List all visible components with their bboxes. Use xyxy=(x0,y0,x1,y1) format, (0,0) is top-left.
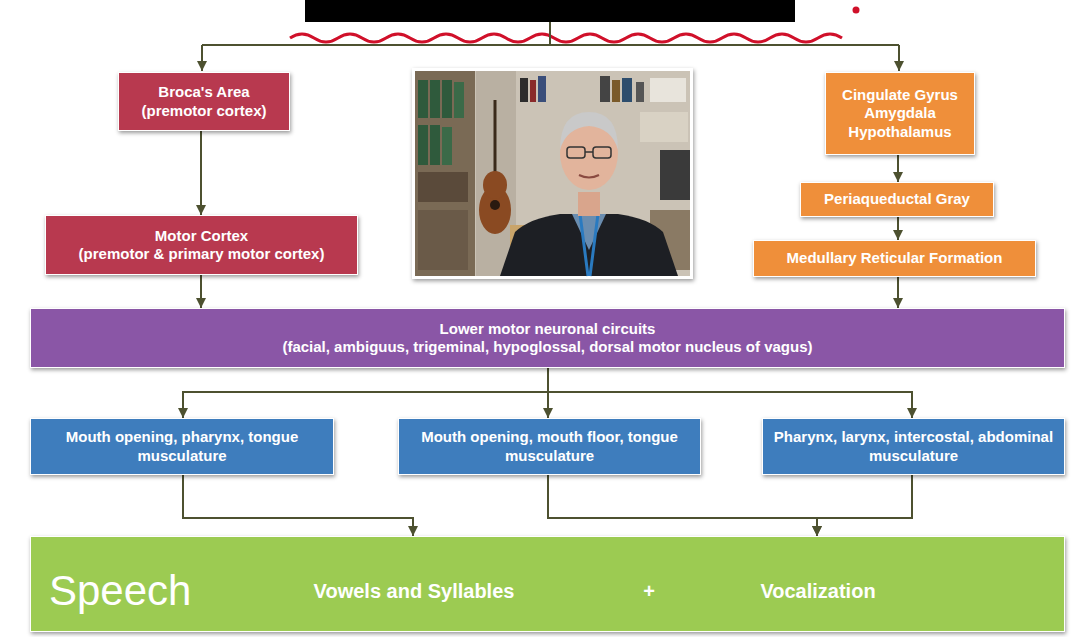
brainstem-box: Periaqueductal Gray xyxy=(800,182,994,217)
connector-arrow xyxy=(183,475,413,536)
brainstem-box: Medullary Reticular Formation xyxy=(753,240,1036,277)
box-sublabel: (premotor & primary motor cortex) xyxy=(79,245,325,263)
connector-arrow xyxy=(548,368,912,418)
limbic-box: Cingulate GyrusAmygdalaHypothalamus xyxy=(825,72,975,155)
band-term: Vocalization xyxy=(760,578,875,602)
connector-arrow xyxy=(817,475,912,536)
box-label: Cingulate Gyrus xyxy=(842,86,958,104)
box-label: Broca's Area xyxy=(158,83,249,101)
box-sublabel: Amygdala xyxy=(864,104,936,122)
box-label: Mouth opening, pharynx, tongue musculatu… xyxy=(39,428,325,465)
title-branch xyxy=(202,44,899,46)
muscle-box: Pharynx, larynx, intercostal, abdominal … xyxy=(762,418,1065,475)
connector-arrow xyxy=(200,131,202,215)
motor-neuron-band: Lower motor neuronal circuits(facial, am… xyxy=(30,308,1065,368)
title-arrow xyxy=(201,45,203,71)
band-heading: Speech xyxy=(49,565,191,616)
title-stem xyxy=(549,22,551,45)
cortex-box: Broca's Area(premotor cortex) xyxy=(118,72,290,131)
muscle-box: Mouth opening, pharynx, tongue musculatu… xyxy=(30,418,334,475)
box-label: Lower motor neuronal circuits xyxy=(440,320,656,338)
connector-arrow xyxy=(897,217,899,240)
video-still xyxy=(415,71,690,276)
band-term: Vowels and Syllables xyxy=(314,578,515,602)
title-bar xyxy=(305,0,795,22)
connector-arrow xyxy=(200,275,202,308)
red-underline xyxy=(290,34,842,42)
box-sublabel: Hypothalamus xyxy=(848,123,951,141)
connector-arrow xyxy=(897,155,899,182)
box-label: Periaqueductal Gray xyxy=(824,190,970,208)
box-sublabel: (premotor cortex) xyxy=(141,102,266,120)
speech-band: Speech Vowels and Syllables + Vocalization xyxy=(30,536,1065,632)
box-label: Pharynx, larynx, intercostal, abdominal … xyxy=(771,428,1056,465)
plus-sign: + xyxy=(643,578,655,602)
title-arrow xyxy=(898,45,900,71)
muscle-box: Mouth opening, mouth floor, tongue muscu… xyxy=(398,418,701,475)
box-sublabel: (facial, ambiguus, trigeminal, hypogloss… xyxy=(282,338,812,356)
box-label: Mouth opening, mouth floor, tongue muscu… xyxy=(407,428,692,465)
video-frame xyxy=(412,68,693,279)
connector-arrow xyxy=(548,475,817,536)
box-label: Motor Cortex xyxy=(155,227,248,245)
cortex-box: Motor Cortex(premotor & primary motor co… xyxy=(45,215,358,275)
connector-arrow xyxy=(897,277,899,308)
connector-arrow xyxy=(183,368,548,418)
red-dot xyxy=(853,7,860,14)
box-label: Medullary Reticular Formation xyxy=(787,249,1003,267)
